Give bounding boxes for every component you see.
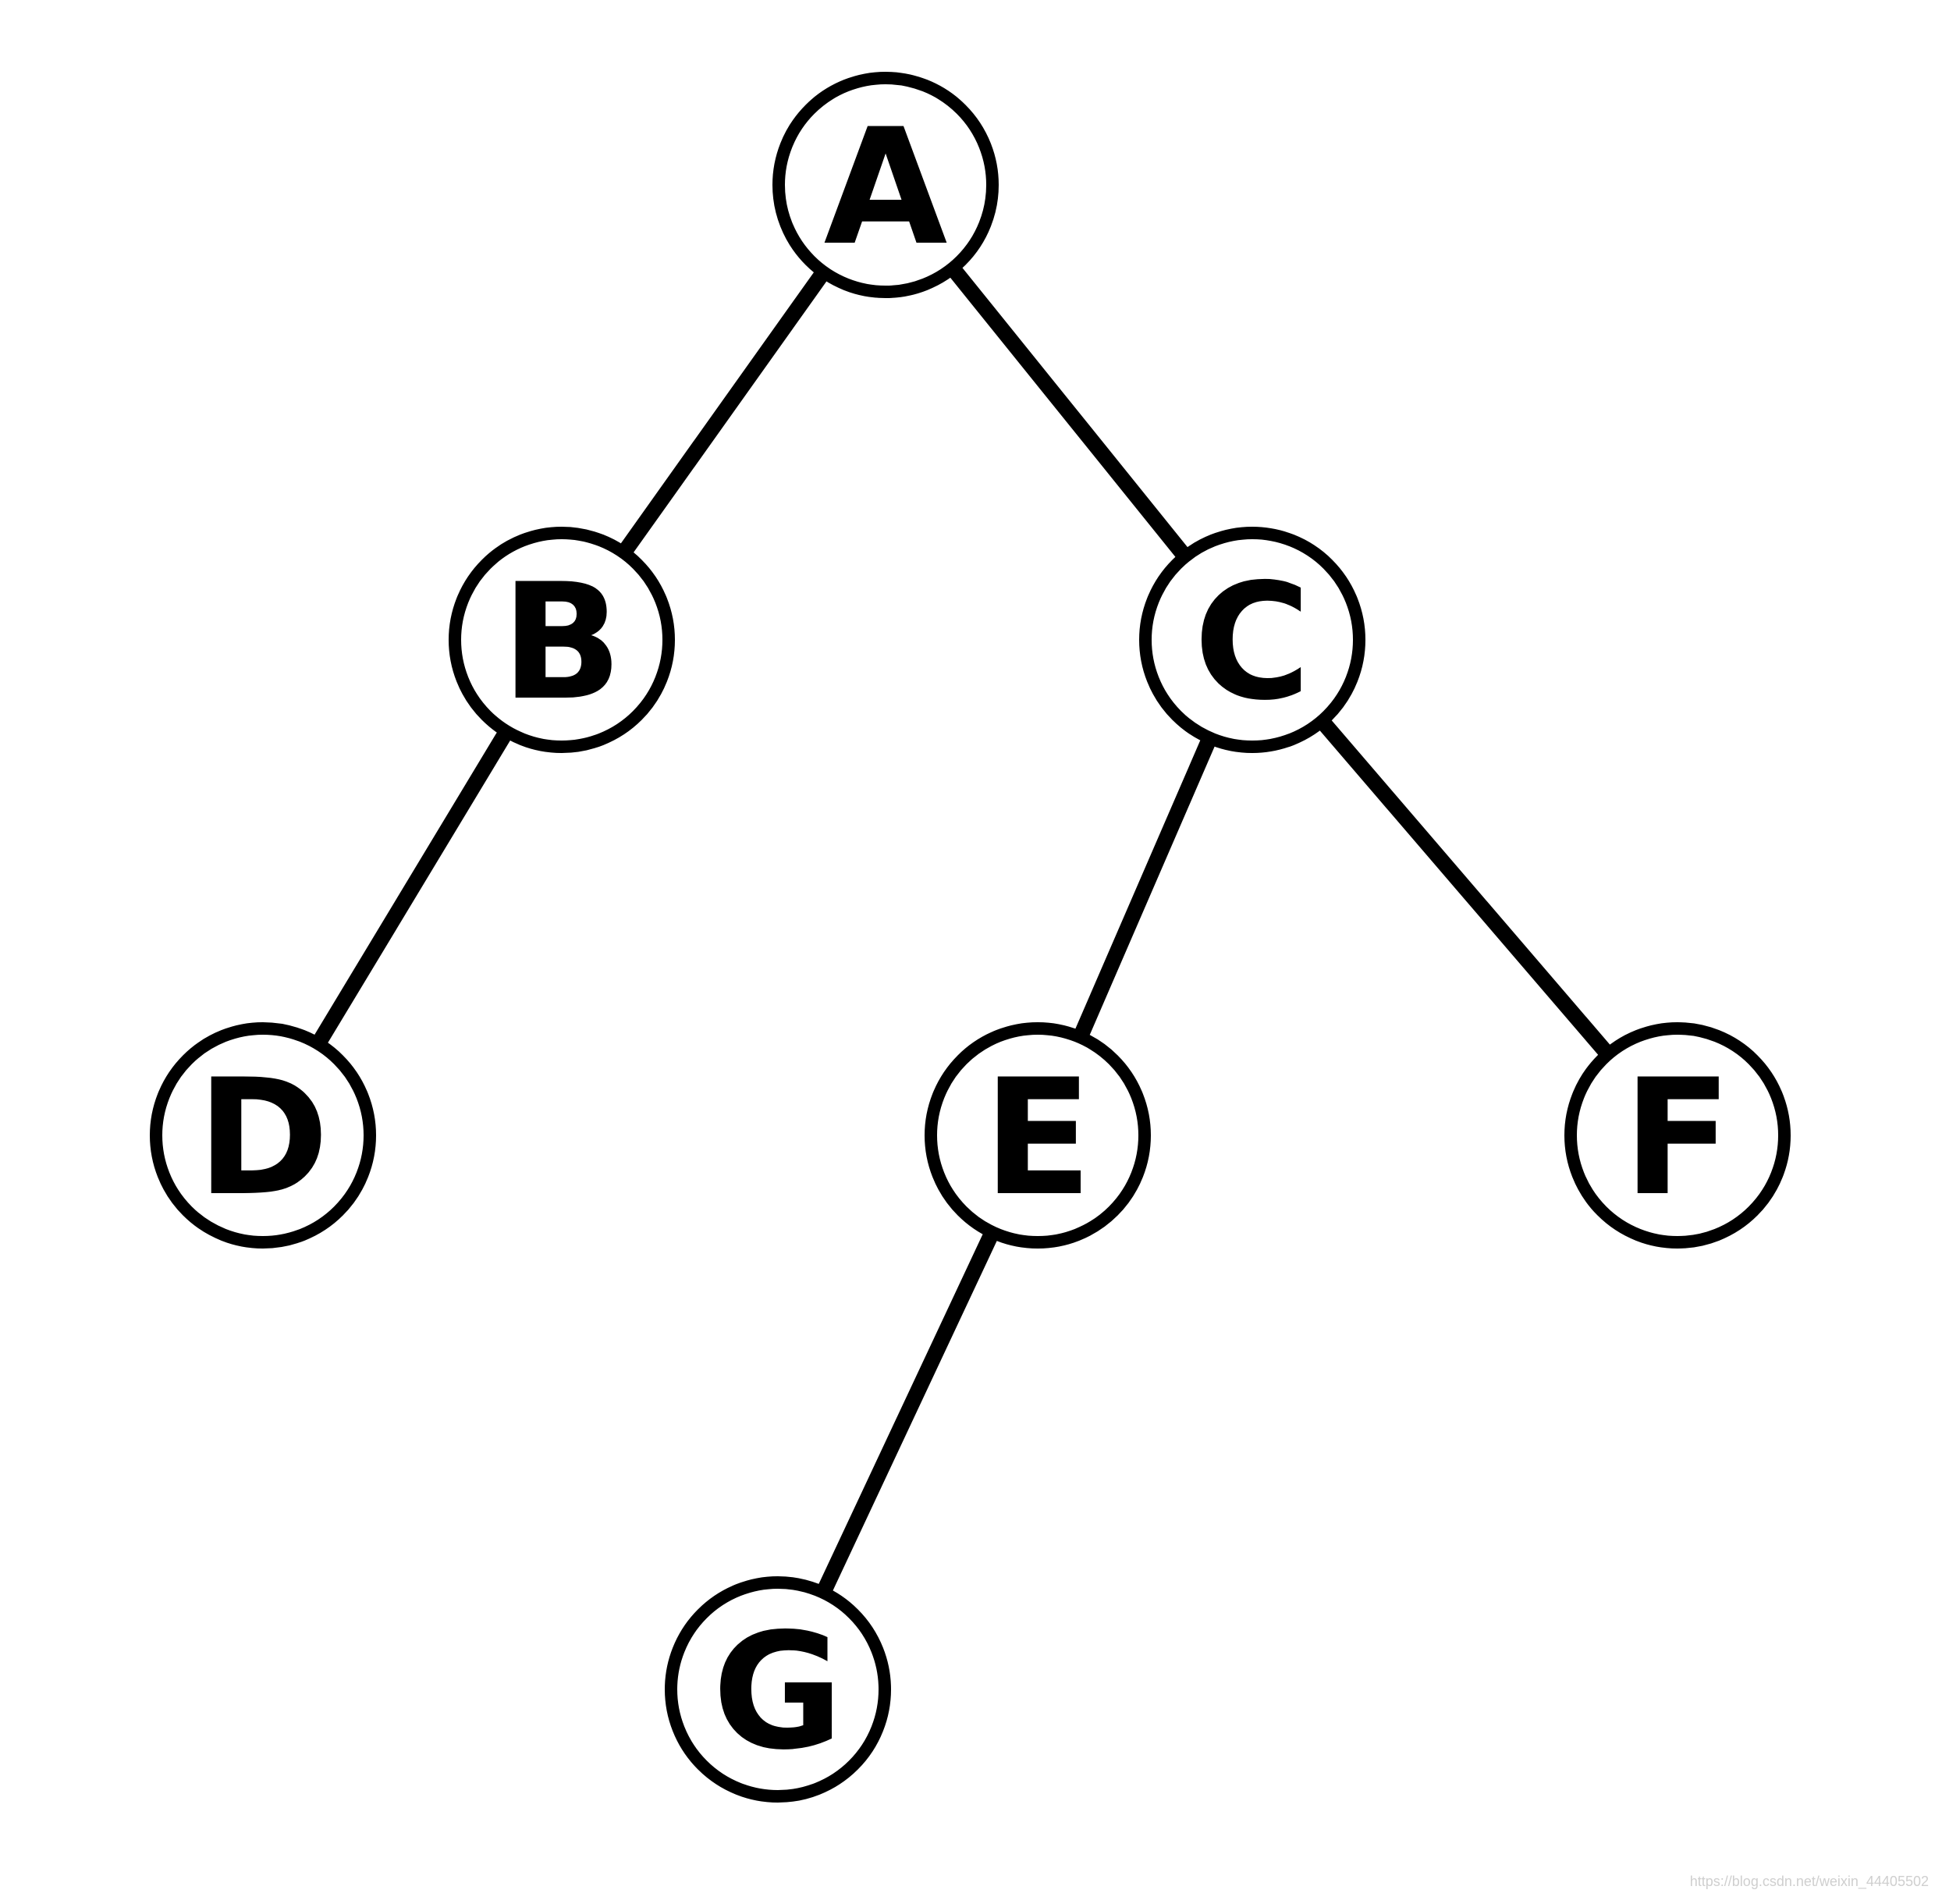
edge-a-c	[946, 262, 1191, 563]
node-g: G	[665, 1576, 891, 1803]
node-circle-b	[449, 527, 675, 753]
watermark-text: https://blog.csdn.net/weixin_44405502	[1689, 1874, 1929, 1889]
node-circle-a	[772, 72, 999, 298]
node-label-f: F	[1623, 1046, 1732, 1231]
edge-a-b	[617, 266, 830, 559]
edge-c-f	[1315, 715, 1614, 1060]
node-circle-g	[665, 1576, 891, 1803]
node-circle-d	[150, 1022, 376, 1249]
node-b: B	[449, 527, 675, 753]
node-circle-c	[1139, 527, 1365, 753]
edge-e-g	[816, 1227, 999, 1598]
node-c: C	[1139, 527, 1365, 753]
edge-b-d	[311, 726, 513, 1050]
node-label-b: B	[501, 550, 623, 736]
node-circle-f	[1564, 1022, 1791, 1249]
node-label-a: A	[824, 95, 948, 281]
node-label-g: G	[712, 1600, 843, 1785]
node-circle-e	[925, 1022, 1151, 1249]
node-f: F	[1564, 1022, 1791, 1249]
node-e: E	[925, 1022, 1151, 1249]
edges-layer	[311, 262, 1614, 1598]
edge-c-e	[1074, 733, 1216, 1043]
nodes-layer: A B C D E F G	[150, 72, 1791, 1803]
node-a: A	[772, 72, 999, 298]
node-label-c: C	[1194, 550, 1311, 736]
node-label-d: D	[197, 1046, 329, 1231]
node-label-e: E	[983, 1046, 1092, 1231]
node-d: D	[150, 1022, 376, 1249]
